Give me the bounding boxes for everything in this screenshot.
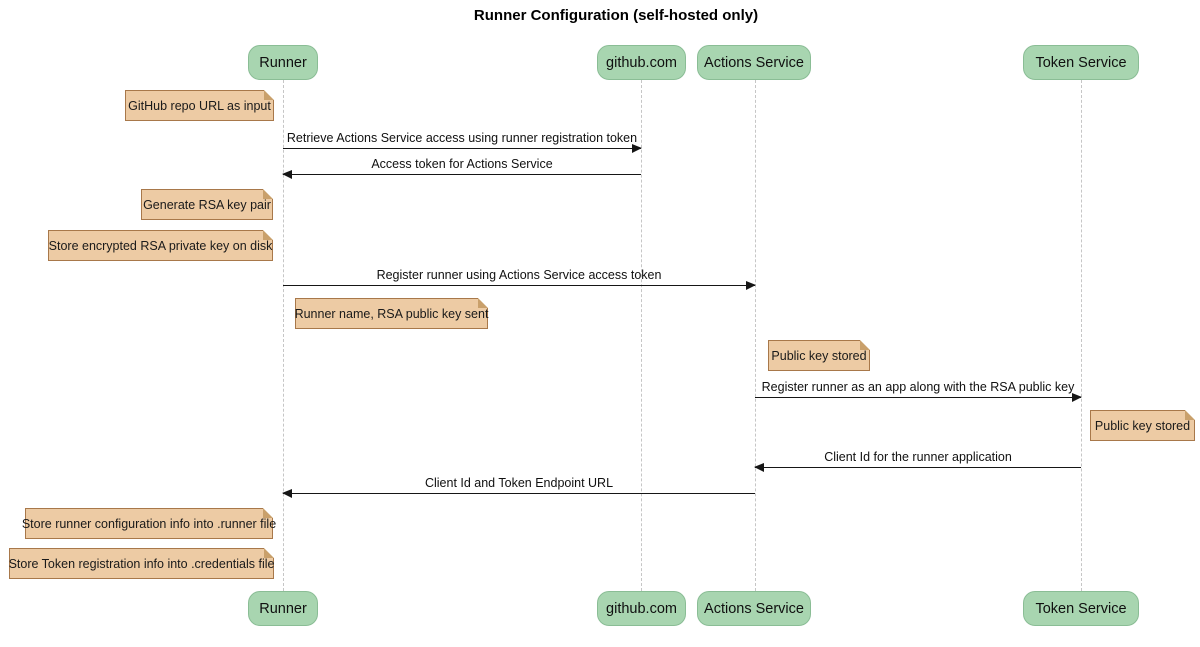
arrow-line	[755, 467, 1081, 468]
participant-github-top: github.com	[597, 45, 686, 80]
note-public-key-stored-actions: Public key stored	[768, 340, 870, 371]
participant-label: Runner	[259, 600, 307, 617]
arrow-line	[283, 174, 641, 175]
diagram-title: Runner Configuration (self-hosted only)	[473, 7, 759, 24]
message-label: Retrieve Actions Service access using ru…	[286, 131, 638, 145]
note-text: Runner name, RSA public key sent	[294, 306, 489, 321]
lifeline-github	[641, 80, 642, 591]
participant-actions-service-top: Actions Service	[697, 45, 811, 80]
participant-label: Actions Service	[704, 54, 804, 71]
note-text: Public key stored	[1094, 418, 1191, 433]
note-text: Store encrypted RSA private key on disk	[48, 238, 273, 253]
note-fold-icon	[263, 508, 273, 518]
note-generate-rsa: Generate RSA key pair	[141, 189, 273, 220]
participant-label: github.com	[606, 54, 677, 71]
note-fold-icon	[264, 548, 274, 558]
participant-token-service-top: Token Service	[1023, 45, 1139, 80]
arrowhead-right-icon	[1072, 393, 1082, 402]
arrowhead-right-icon	[746, 281, 756, 290]
arrow-line	[283, 148, 641, 149]
lifeline-runner	[283, 80, 284, 591]
lifeline-token-service	[1081, 80, 1082, 591]
note-github-repo-url: GitHub repo URL as input	[125, 90, 274, 121]
note-text: GitHub repo URL as input	[128, 98, 271, 113]
participant-runner-bottom: Runner	[248, 591, 318, 626]
arrowhead-left-icon	[282, 489, 292, 498]
note-fold-icon	[478, 298, 488, 308]
note-text: Store runner configuration info into .ru…	[21, 516, 277, 531]
note-store-credentials-file: Store Token registration info into .cred…	[9, 548, 274, 579]
arrowhead-right-icon	[632, 144, 642, 153]
participant-label: Runner	[259, 54, 307, 71]
message-label: Access token for Actions Service	[371, 157, 553, 171]
note-fold-icon	[264, 90, 274, 100]
note-public-key-stored-token: Public key stored	[1090, 410, 1195, 441]
note-text: Generate RSA key pair	[143, 197, 271, 212]
note-fold-icon	[1185, 410, 1195, 420]
participant-token-service-bottom: Token Service	[1023, 591, 1139, 626]
note-fold-icon	[263, 230, 273, 240]
note-text: Store Token registration info into .cred…	[8, 556, 275, 571]
arrowhead-left-icon	[282, 170, 292, 179]
note-text: Public key stored	[771, 348, 867, 363]
arrow-line	[283, 493, 755, 494]
lifeline-actions-service	[755, 80, 756, 591]
arrowhead-left-icon	[754, 463, 764, 472]
arrow-line	[755, 397, 1081, 398]
participant-actions-service-bottom: Actions Service	[697, 591, 811, 626]
message-label: Register runner as an app along with the…	[761, 380, 1075, 394]
note-fold-icon	[263, 189, 273, 199]
message-label: Client Id for the runner application	[824, 450, 1012, 464]
participant-label: github.com	[606, 600, 677, 617]
note-store-runner-file: Store runner configuration info into .ru…	[21, 508, 277, 539]
participant-label: Token Service	[1035, 600, 1127, 617]
participant-label: Token Service	[1035, 54, 1127, 71]
participant-label: Actions Service	[704, 600, 804, 617]
note-fold-icon	[860, 340, 870, 350]
note-store-private-key: Store encrypted RSA private key on disk	[48, 230, 273, 261]
participant-github-bottom: github.com	[597, 591, 686, 626]
arrow-line	[283, 285, 755, 286]
participant-runner-top: Runner	[248, 45, 318, 80]
message-label: Client Id and Token Endpoint URL	[424, 476, 614, 490]
message-label: Register runner using Actions Service ac…	[376, 268, 662, 282]
note-runner-name-sent: Runner name, RSA public key sent	[295, 298, 488, 329]
